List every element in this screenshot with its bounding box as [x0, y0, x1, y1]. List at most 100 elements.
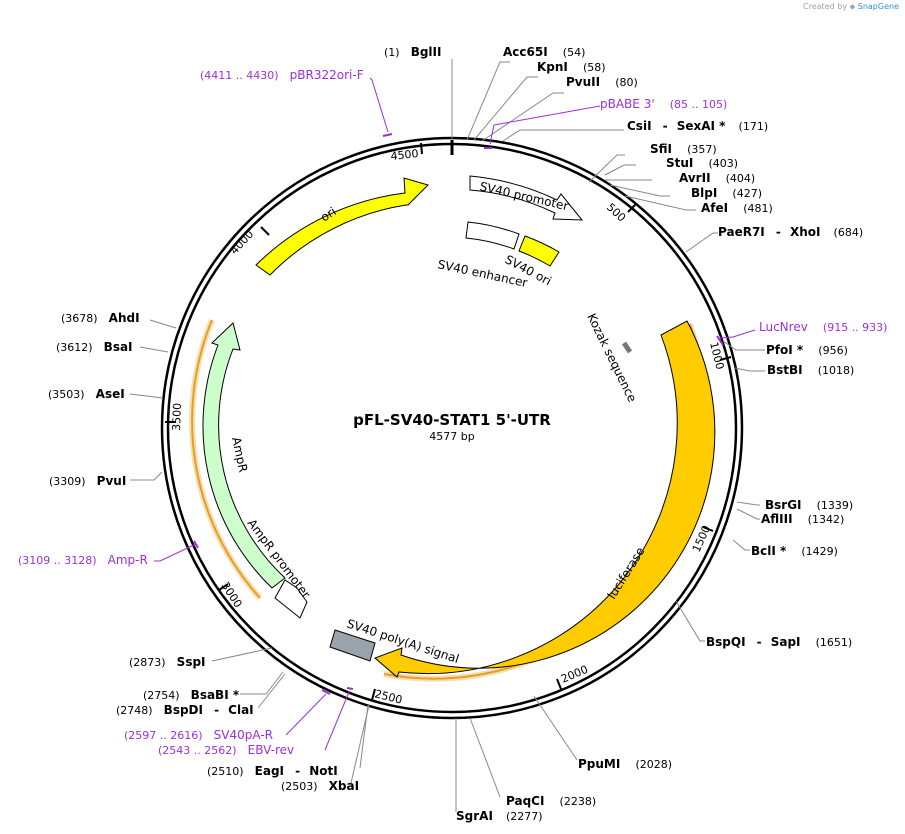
enzyme-bcli-pos: (1429) [801, 545, 838, 558]
enzyme-xbai[interactable]: (2503) XbaI [281, 775, 359, 794]
enzyme-stui-name: StuI [666, 156, 693, 170]
enzyme-paer7i-sep: - [776, 225, 781, 239]
enzyme-bsabi[interactable]: (2754) BsaBI * [143, 684, 240, 703]
tick-2500 [371, 688, 376, 701]
primer-pbabe3-range: (85 .. 105) [670, 98, 728, 111]
tick-marks [165, 140, 732, 701]
ampr-orf-line [191, 319, 261, 599]
enzyme-bsrgi[interactable]: BsrGI (1339) [765, 494, 853, 513]
tick-label-4000: 4000 [228, 228, 257, 257]
sv40-promoter-label: SV40 promoter [478, 179, 569, 213]
enzyme-stui-pos: (403) [708, 157, 738, 170]
enzyme-bsrgi-pos: (1339) [817, 499, 854, 512]
enzyme-bspdi-pos: (2748) [116, 704, 153, 717]
enzyme-afei[interactable]: AfeI (481) [701, 197, 773, 216]
enzyme-blpi-name: BlpI [691, 186, 717, 200]
enzyme-asei-pos: (3503) [48, 388, 85, 401]
enzyme-pvuii[interactable]: PvuII (80) [566, 71, 638, 90]
enzyme-pfoi[interactable]: PfoI * (956) [766, 339, 848, 358]
enzyme-avrii-name: AvrII [679, 171, 711, 185]
enzyme-ahdi[interactable]: (3678) AhdI [61, 307, 140, 326]
primer-amp-r-range: (3109 .. 3128) [18, 554, 97, 567]
enzyme-bglii[interactable]: (1) BglII [384, 41, 441, 60]
enzyme-sfii-pos: (357) [687, 143, 717, 156]
enzyme-bsai-pos: (3612) [56, 341, 93, 354]
enzyme-acc65i[interactable]: Acc65I (54) [503, 41, 585, 60]
enzyme-bstbi[interactable]: BstBI (1018) [767, 359, 854, 378]
primer-ebv-rev[interactable]: (2543 .. 2562) EBV-rev [158, 739, 294, 758]
enzyme-sgrai[interactable]: SgrAI (2277) [456, 805, 543, 824]
enzyme-bspqi[interactable]: BspQI - SapI (1651) [706, 631, 852, 650]
tick-label-2000: 2000 [559, 663, 590, 686]
enzyme-eagi-pos: (2510) [207, 765, 244, 778]
kozak-label: Kozak sequence [584, 311, 639, 404]
primer-pbr322ori-f[interactable]: (4411 .. 4430) pBR322ori-F [200, 64, 364, 83]
tick-2000 [556, 678, 562, 690]
enzyme-sspi[interactable]: (2873) SspI [129, 651, 206, 670]
enzyme-blpi[interactable]: BlpI (427) [691, 182, 762, 201]
enzyme-afliii[interactable]: AflIII (1342) [761, 508, 844, 527]
ori-feature[interactable] [255, 177, 429, 276]
enzyme-stui[interactable]: StuI (403) [666, 152, 738, 171]
enzyme-csii-pos: (171) [739, 120, 769, 133]
enzyme-eagi-sep: - [295, 764, 300, 778]
enzyme-acc65i-name: Acc65I [503, 45, 548, 59]
tick-label-4500: 4500 [390, 147, 419, 163]
primer-leader-lines [154, 77, 756, 751]
primer-lucnrev-range: (915 .. 933) [823, 321, 888, 334]
primer-amp-r[interactable]: (3109 .. 3128) Amp-R [18, 549, 148, 568]
enzyme-bstbi-pos: (1018) [818, 364, 855, 377]
enzyme-bsabi-pos: (2754) [143, 689, 180, 702]
enzyme-eagi[interactable]: (2510) EagI - NotI [207, 760, 338, 779]
luciferase-feature[interactable] [374, 320, 716, 678]
enzyme-bglii-pos: (1) [384, 46, 400, 59]
enzyme-paer7i[interactable]: PaeR7I - XhoI (684) [718, 221, 863, 240]
enzyme-bspqi-sep: - [757, 635, 762, 649]
enzyme-bspdi[interactable]: (2748) BspDI - ClaI [116, 699, 254, 718]
enzyme-csii[interactable]: CsiI - SexAI * (171) [627, 115, 768, 134]
enzyme-bcli[interactable]: BclI * (1429) [751, 540, 838, 559]
primer-ebv-rev-name: EBV-rev [248, 743, 294, 757]
enzyme-pfoi-pos: (956) [818, 344, 848, 357]
kozak-marker[interactable] [621, 341, 633, 354]
enzyme-ppumi-name: PpuMI [578, 757, 620, 771]
primer-lucnrev-name: LucNrev [759, 320, 808, 334]
enzyme-bspdi-name: BspDI [164, 703, 203, 717]
enzyme-paqci-name: PaqCI [506, 794, 544, 808]
ampr-promoter-feature[interactable] [274, 579, 308, 619]
enzyme-bspqi-name: BspQI [706, 635, 746, 649]
primer-sv40pa-r-name: SV40pA-R [214, 728, 273, 742]
ampr-feature[interactable] [202, 322, 286, 589]
primer-lucnrev[interactable]: LucNrev (915 .. 933) [759, 316, 887, 335]
enzyme-sgrai-pos: (2277) [506, 810, 543, 823]
primer-sv40pa-r-range: (2597 .. 2616) [124, 729, 203, 742]
credit-prefix: Created by [803, 2, 848, 11]
tick-3000 [218, 583, 229, 591]
enzyme-ppumi[interactable]: PpuMI (2028) [578, 753, 672, 772]
primer-sv40pa-r[interactable]: (2597 .. 2616) SV40pA-R [124, 724, 273, 743]
enzyme-kpni[interactable]: KpnI (58) [537, 56, 606, 75]
sv40-promoter-feature[interactable] [469, 175, 584, 221]
sv40-enhancer-feature[interactable] [465, 221, 520, 250]
enzyme-paer7i-pos: (684) [834, 226, 864, 239]
enzyme-pvui[interactable]: (3309) PvuI [49, 470, 126, 489]
primer-pbr322ori-f-range: (4411 .. 4430) [200, 69, 279, 82]
enzyme-ahdi-name: AhdI [109, 311, 140, 325]
enzyme-clai-name: ClaI [228, 703, 253, 717]
tick-500 [627, 203, 637, 213]
enzyme-paqci[interactable]: PaqCI (2238) [506, 790, 596, 809]
enzyme-pfoi-name: PfoI * [766, 343, 804, 357]
enzyme-bsai[interactable]: (3612) BsaI [56, 336, 133, 355]
tick-label-3500: 3500 [170, 403, 184, 431]
sv40-ori-feature[interactable] [518, 235, 560, 267]
credit-brand: SnapGene [857, 2, 899, 11]
enzyme-asei[interactable]: (3503) AseI [48, 383, 125, 402]
enzyme-avrii[interactable]: AvrII (404) [679, 167, 755, 186]
enzyme-xbai-pos: (2503) [281, 780, 318, 793]
sv40-polya-feature[interactable] [329, 629, 376, 662]
enzyme-sfii[interactable]: SfiI (357) [650, 138, 717, 157]
primer-pbabe3-name: pBABE 3' [600, 97, 655, 111]
primer-pbabe3[interactable]: pBABE 3' (85 .. 105) [600, 93, 727, 112]
enzyme-pvuii-pos: (80) [615, 76, 638, 89]
primer-pbr322ori-f-name: pBR322ori-F [290, 68, 364, 82]
